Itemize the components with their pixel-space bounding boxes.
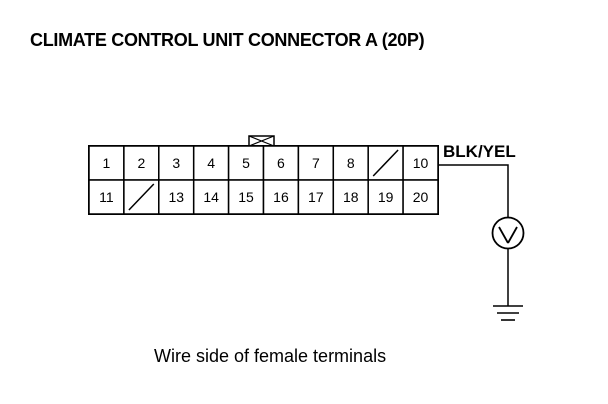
terminal-number: 10 bbox=[413, 155, 429, 171]
ground-symbol bbox=[493, 249, 523, 321]
terminal-number: 3 bbox=[172, 155, 180, 171]
terminal-number: 18 bbox=[343, 189, 359, 205]
unused-terminal-slash bbox=[372, 149, 399, 177]
terminal-cell-15 bbox=[227, 179, 265, 215]
terminal-cell-7 bbox=[297, 145, 335, 181]
terminal-number: 2 bbox=[137, 155, 145, 171]
unused-terminal-slash bbox=[128, 183, 155, 211]
terminal-cell-19 bbox=[367, 179, 404, 215]
terminal-number: 4 bbox=[207, 155, 215, 171]
wire-blk-yel bbox=[438, 164, 509, 217]
connector-lock-tab bbox=[248, 135, 275, 147]
diagram-title: CLIMATE CONTROL UNIT CONNECTOR A (20P) bbox=[30, 30, 425, 50]
terminal-cell-16 bbox=[262, 179, 300, 215]
test-probe-symbol bbox=[491, 216, 525, 250]
terminal-number: 15 bbox=[238, 189, 254, 205]
wire-label: BLK/YEL bbox=[443, 142, 516, 161]
terminal-grid: 1 2 3 4 5 6 7 8 10 11 13 14 15 16 17 18 19 20 bbox=[88, 145, 439, 215]
terminal-number: 16 bbox=[273, 189, 289, 205]
terminal-number: 1 bbox=[103, 155, 111, 171]
terminal-number: 13 bbox=[168, 189, 184, 205]
terminal-number: 7 bbox=[312, 155, 320, 171]
terminal-cell-13 bbox=[158, 179, 195, 215]
terminal-cell-17 bbox=[297, 179, 335, 215]
terminal-number: 14 bbox=[203, 189, 219, 205]
terminal-number: 8 bbox=[347, 155, 355, 171]
terminal-number: 19 bbox=[378, 189, 394, 205]
terminal-cell-20 bbox=[402, 179, 439, 215]
terminal-cell-14 bbox=[192, 179, 230, 215]
terminal-number: 6 bbox=[277, 155, 285, 171]
terminal-number: 20 bbox=[413, 189, 429, 205]
terminal-number: 5 bbox=[242, 155, 250, 171]
terminal-number: 11 bbox=[99, 189, 114, 205]
terminal-number: 17 bbox=[308, 189, 324, 205]
diagram-caption: Wire side of female terminals bbox=[154, 346, 387, 366]
